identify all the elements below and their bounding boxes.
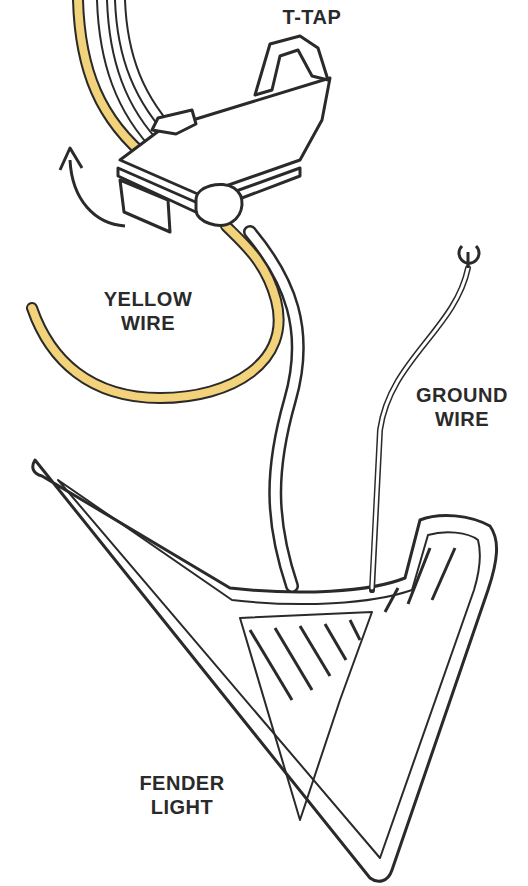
t-tap-connector (118, 36, 330, 232)
yellow-wire (32, 0, 279, 398)
part-label: T-TAP (256, 4, 368, 30)
direction-arrow (60, 148, 125, 226)
fender-light (33, 460, 497, 881)
part-label: YELLOW WIRE (92, 286, 204, 336)
part-label: FENDER LIGHT (126, 770, 238, 820)
part-label: GROUND WIRE (406, 382, 518, 432)
